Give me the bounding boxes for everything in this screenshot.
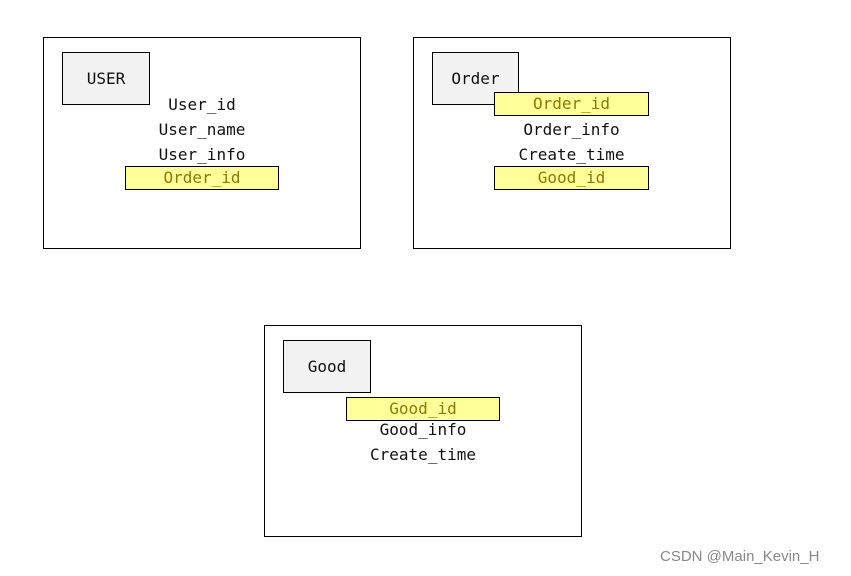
good-entity-title: Good bbox=[283, 340, 371, 393]
user-field-order-id: Order_id bbox=[125, 166, 279, 190]
user-field-user-id: User_id bbox=[168, 95, 236, 114]
good-field-good-id: Good_id bbox=[346, 397, 500, 421]
good-field-good-info: Good_info bbox=[379, 420, 467, 439]
good-field-create-time: Create_time bbox=[370, 445, 476, 464]
order-field-good-id: Good_id bbox=[494, 166, 649, 190]
user-field-user-name: User_name bbox=[158, 120, 246, 139]
order-field-order-info: Order_info bbox=[523, 120, 620, 139]
user-field-user-info: User_info bbox=[158, 145, 246, 164]
watermark: CSDN @Main_Kevin_H bbox=[660, 548, 820, 565]
user-entity-title: USER bbox=[62, 52, 150, 105]
order-field-create-time: Create_time bbox=[518, 145, 625, 164]
order-field-order-id: Order_id bbox=[494, 92, 649, 116]
order-entity-box bbox=[413, 37, 731, 249]
